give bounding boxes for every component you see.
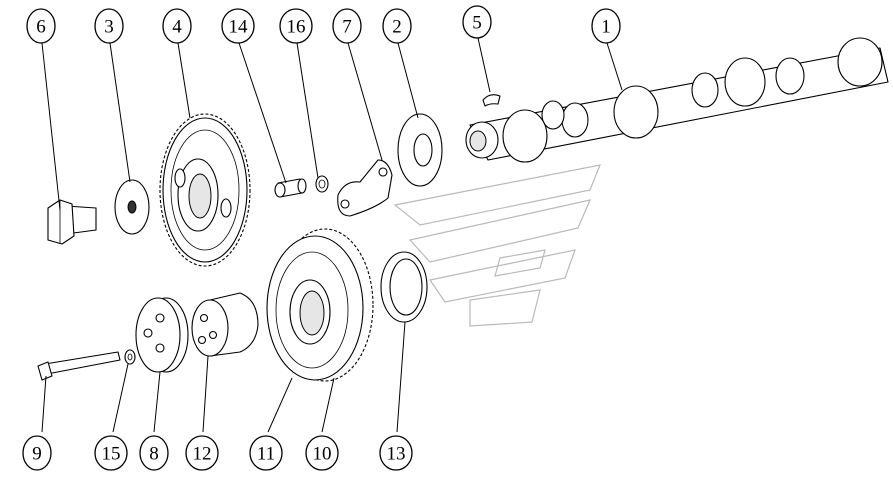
thrust-washer-part bbox=[397, 113, 443, 187]
callout-9: 9 bbox=[22, 435, 52, 471]
callout-1: 1 bbox=[591, 8, 621, 44]
callout-16: 16 bbox=[279, 8, 313, 44]
callout-label: 12 bbox=[193, 444, 212, 465]
callout-label: 16 bbox=[287, 17, 306, 38]
ring-washer-part bbox=[380, 251, 428, 323]
flange-part bbox=[135, 297, 189, 373]
bushing-part bbox=[191, 292, 259, 357]
callout-label: 14 bbox=[229, 17, 249, 38]
camshaft-part bbox=[465, 37, 889, 163]
callout-label: 2 bbox=[392, 17, 402, 38]
idler-gear-part bbox=[266, 228, 374, 382]
callout-12: 12 bbox=[185, 435, 219, 471]
long-bolt-part bbox=[37, 351, 121, 381]
small-washer-part bbox=[124, 349, 136, 365]
callout-11: 11 bbox=[249, 435, 283, 471]
key-part bbox=[482, 94, 501, 107]
thrust-plate-part bbox=[337, 159, 393, 217]
lock-washer-part bbox=[315, 175, 329, 193]
callout-label: 8 bbox=[149, 444, 159, 465]
callout-label: 7 bbox=[342, 17, 352, 38]
watermark-logo bbox=[393, 164, 601, 327]
callout-label: 10 bbox=[313, 444, 332, 465]
small-bolt-part bbox=[274, 178, 307, 198]
callout-label: 6 bbox=[36, 17, 46, 38]
callout-7: 7 bbox=[332, 8, 362, 44]
callout-label: 13 bbox=[387, 444, 406, 465]
callout-3: 3 bbox=[94, 8, 124, 44]
callout-8: 8 bbox=[139, 435, 169, 471]
callout-14: 14 bbox=[221, 8, 255, 44]
callout-13: 13 bbox=[379, 435, 413, 471]
leader-lines bbox=[41, 37, 623, 433]
callout-label: 15 bbox=[102, 444, 121, 465]
hex-bolt-part bbox=[47, 199, 97, 245]
callout-label: 4 bbox=[172, 17, 182, 38]
washer-part bbox=[114, 179, 150, 235]
callout-label: 1 bbox=[601, 17, 611, 38]
callout-label: 11 bbox=[257, 444, 275, 465]
callout-label: 9 bbox=[32, 444, 42, 465]
callout-2: 2 bbox=[382, 8, 412, 44]
callouts: 6 3 4 14 16 7 2 5 bbox=[22, 5, 621, 471]
camshaft-gear-part bbox=[159, 113, 251, 267]
callout-6: 6 bbox=[26, 8, 56, 44]
callout-label: 5 bbox=[472, 13, 482, 34]
callout-5: 5 bbox=[462, 5, 492, 39]
callout-10: 10 bbox=[305, 435, 339, 471]
callout-15: 15 bbox=[94, 435, 128, 471]
callout-4: 4 bbox=[162, 8, 192, 44]
callout-label: 3 bbox=[104, 17, 114, 38]
